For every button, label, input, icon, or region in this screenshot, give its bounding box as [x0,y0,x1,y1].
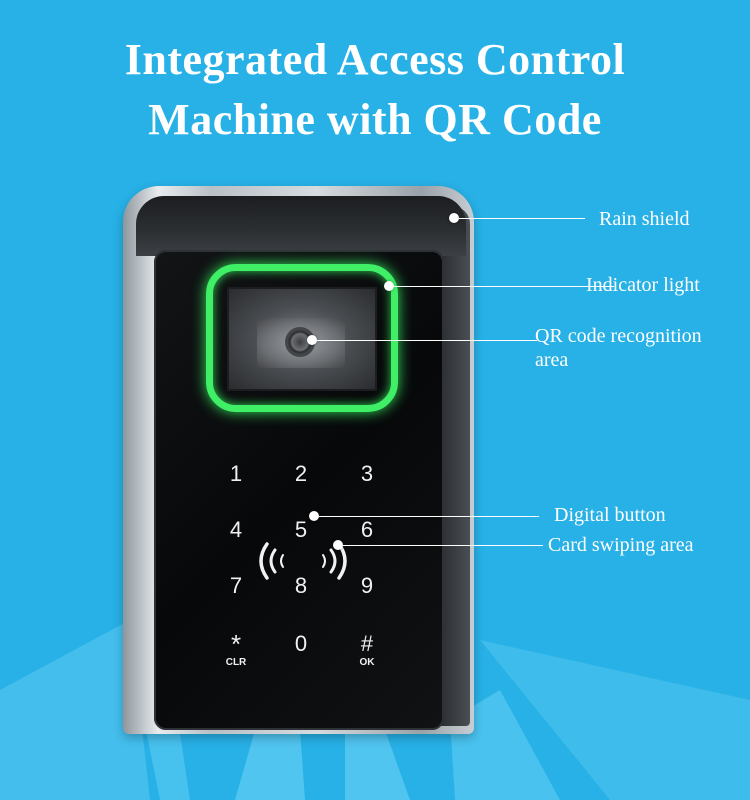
qr-area-label-line-1: QR code recognition [535,325,702,347]
key-9[interactable]: 9 [360,573,374,598]
rain-shield-label: Rain shield [599,208,690,230]
indicator-light-leader-line [394,286,614,287]
key-6[interactable]: 6 [360,517,374,542]
key-7[interactable]: 7 [229,573,243,598]
indicator-light-label: Indicator light [586,274,700,296]
key-star-sub-label: CLR [225,657,247,668]
card-swiping-leader-line [343,545,543,546]
rain-shield-dot [449,213,459,223]
qr-area-dot [307,335,317,345]
digital-button-leader-line [319,516,539,517]
key-4[interactable]: 4 [229,517,243,542]
indicator-light-ring [206,264,398,412]
headline-line-2: Machine with QR Code [148,95,602,144]
headline-line-1: Integrated Access Control [124,35,626,84]
key-hash[interactable]: # [360,631,374,656]
key-2[interactable]: 2 [294,461,308,486]
qr-area-label-line-2: area [535,349,569,371]
key-8[interactable]: 8 [294,573,308,598]
key-hash-sub-label: OK [359,657,375,668]
rain-shield [136,196,466,256]
indicator-light-dot [384,281,394,291]
digital-button-label: Digital button [554,504,666,526]
key-star[interactable]: * [230,629,242,659]
card-swiping-label: Card swiping area [548,534,694,556]
card-swiping-dot [333,540,343,550]
key-0[interactable]: 0 [294,631,308,656]
key-1[interactable]: 1 [229,461,243,486]
digital-button-dot [309,511,319,521]
key-3[interactable]: 3 [360,461,374,486]
rain-shield-side [440,206,470,726]
key-5[interactable]: 5 [294,517,308,542]
qr-area-leader-line [317,340,537,341]
rain-shield-leader-line [459,218,585,219]
